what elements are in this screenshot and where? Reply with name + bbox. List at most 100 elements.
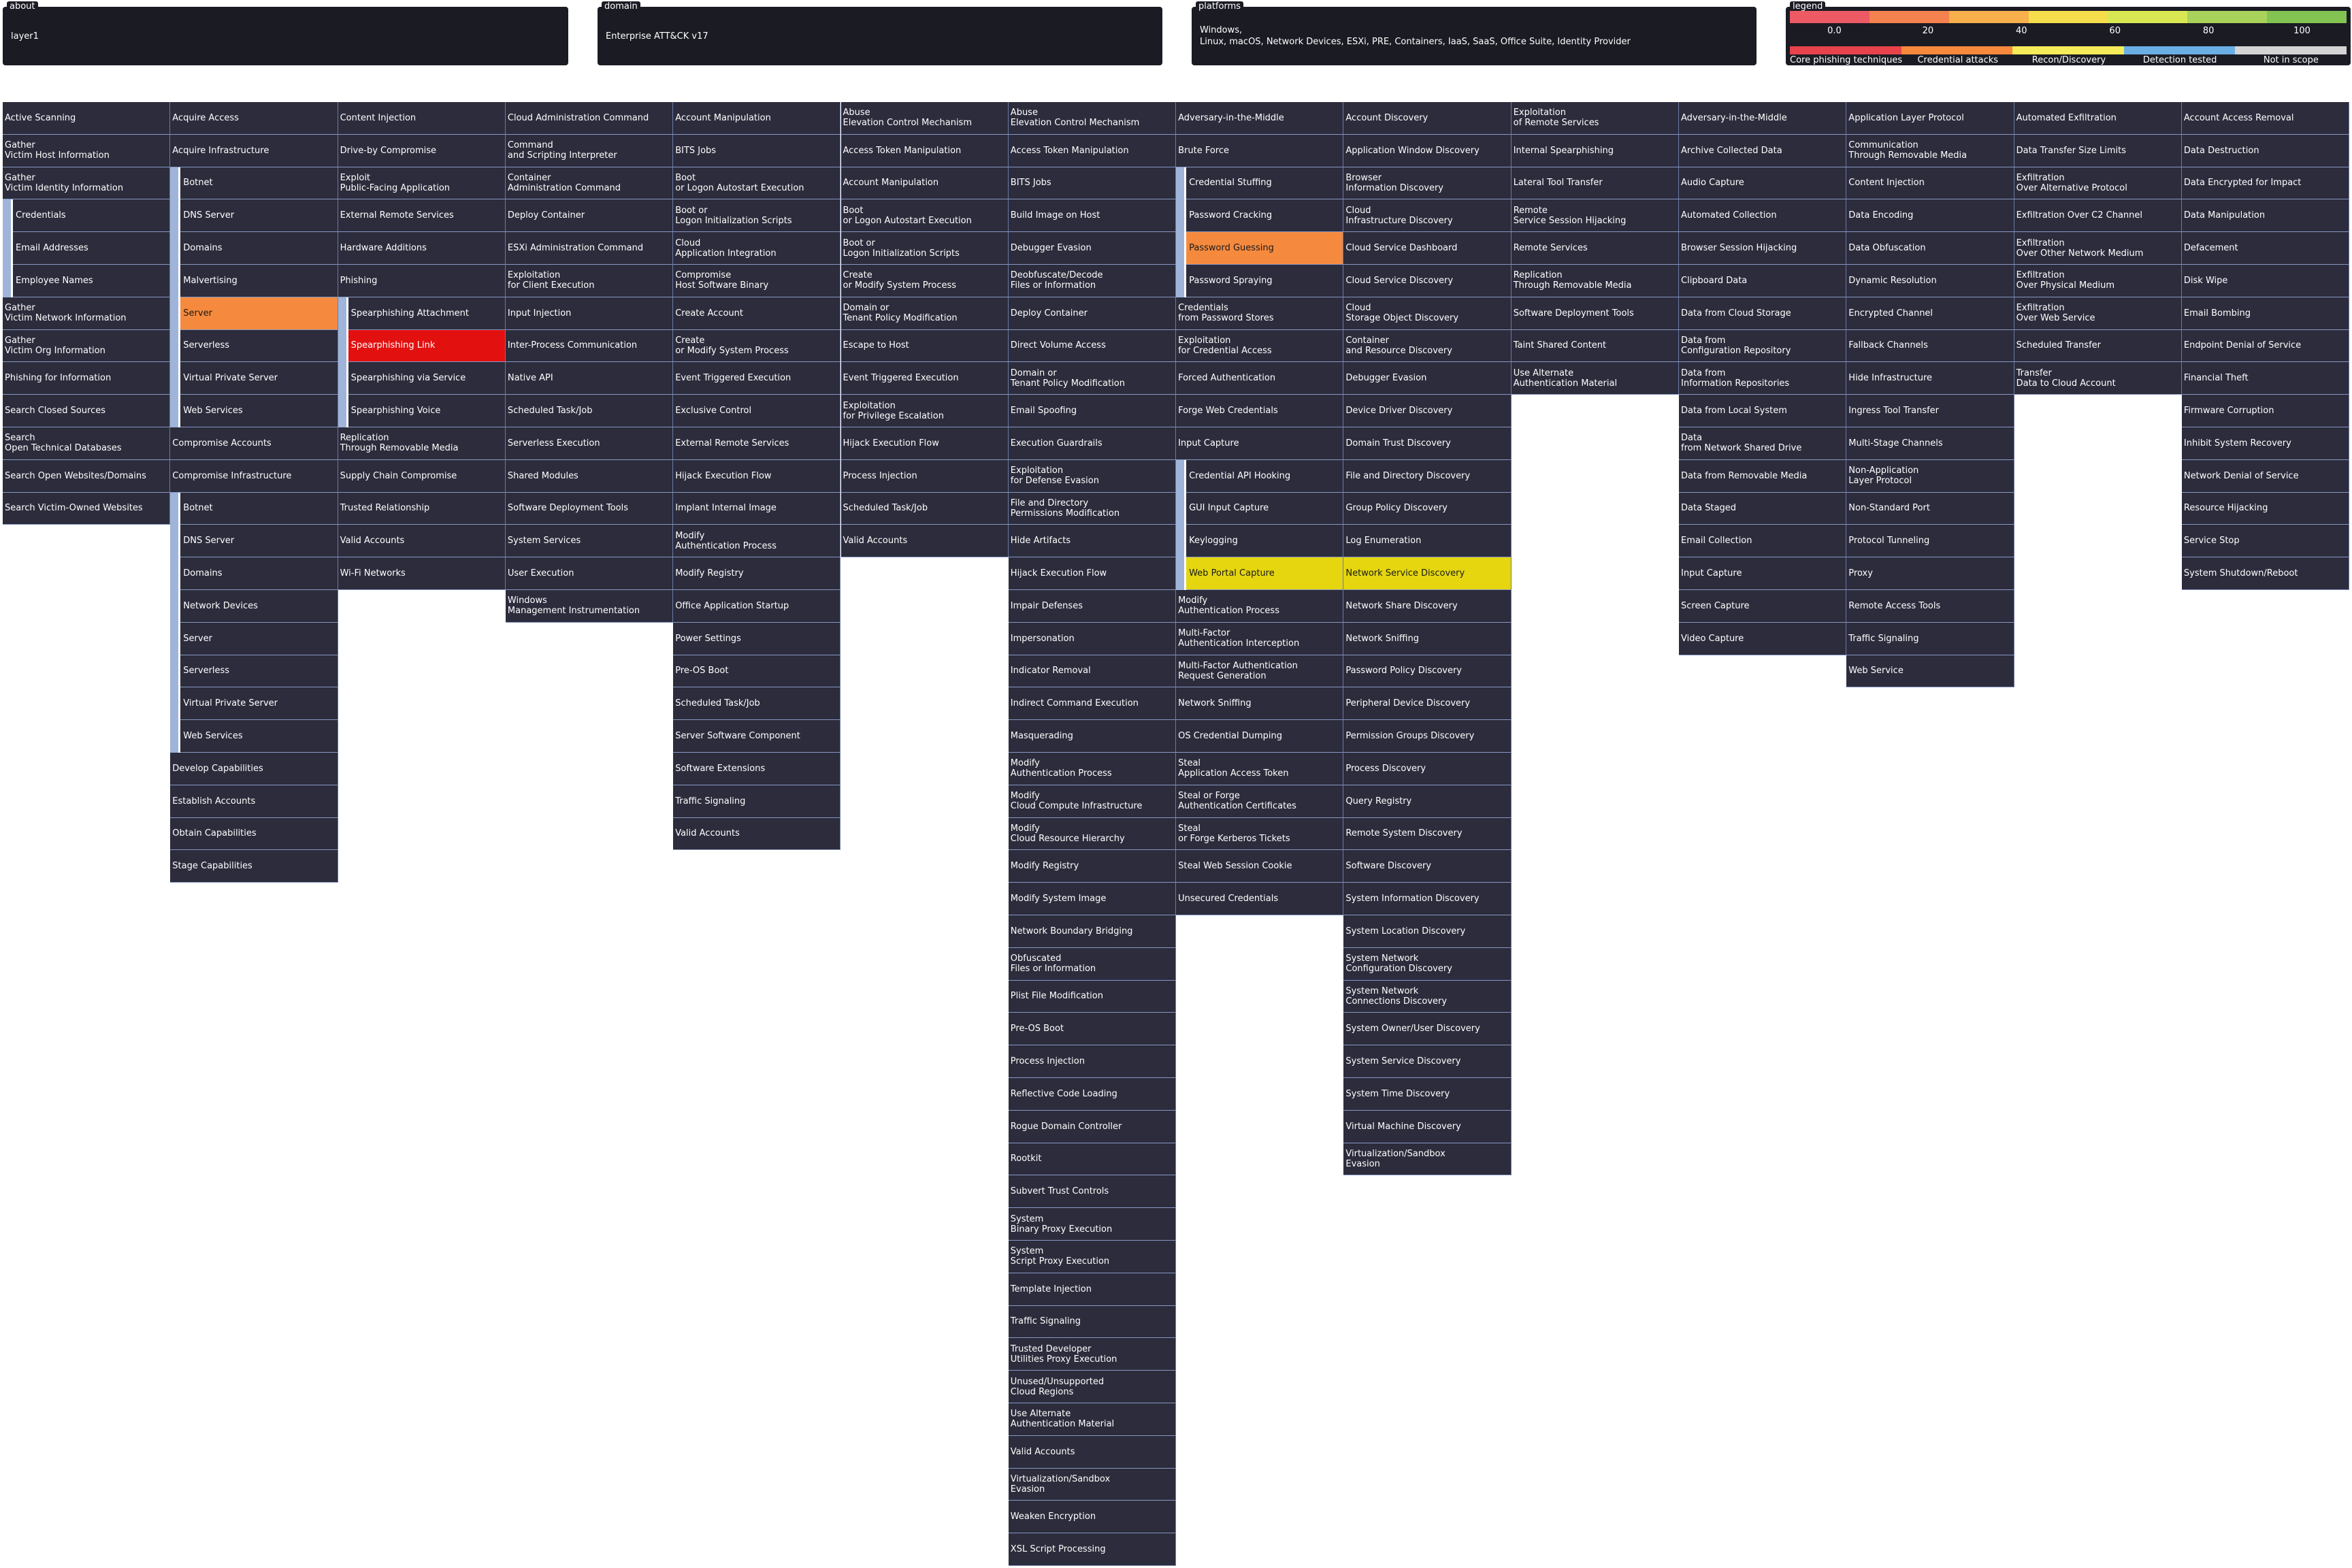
technique-cell[interactable]: Transfer Data to Cloud Account — [2014, 362, 2182, 395]
technique-cell[interactable]: Plist File Modification — [1008, 980, 1177, 1013]
technique-cell[interactable]: Content Injection — [338, 102, 506, 135]
technique-cell[interactable]: Boot or Logon Autostart Execution — [673, 167, 841, 200]
technique-cell[interactable]: Command and Scripting Interpreter — [505, 134, 674, 167]
technique-cell[interactable]: Traffic Signaling — [1846, 622, 2014, 655]
technique-cell[interactable]: Domain or Tenant Policy Modification — [1008, 362, 1177, 395]
technique-cell[interactable]: Data Manipulation — [2181, 199, 2350, 233]
technique-cell[interactable]: Compromise Host Software Binary — [673, 265, 841, 297]
subtechnique-cell[interactable]: Keylogging — [1186, 525, 1344, 558]
technique-cell[interactable]: Financial Theft — [2181, 362, 2350, 395]
subtechnique-cell[interactable]: Spearphishing Attachment — [348, 297, 506, 330]
subtechnique-cell[interactable]: Credential API Hooking — [1186, 459, 1344, 493]
technique-cell[interactable]: Phishing for Information — [3, 362, 171, 395]
technique-cell[interactable]: Firmware Corruption — [2181, 395, 2350, 427]
subtechnique-cell[interactable]: DNS Server — [180, 525, 338, 558]
technique-cell[interactable]: Virtualization/Sandbox Evasion — [1343, 1143, 1512, 1176]
technique-cell[interactable]: Remote System Discovery — [1343, 817, 1512, 851]
technique-cell[interactable]: Password Policy Discovery — [1343, 655, 1512, 688]
technique-cell[interactable]: External Remote Services — [673, 427, 841, 460]
technique-cell[interactable]: Deobfuscate/Decode Files or Information — [1008, 265, 1177, 297]
technique-cell[interactable]: Data from Network Shared Drive — [1679, 427, 1847, 460]
technique-cell[interactable]: Modify Registry — [673, 557, 841, 590]
technique-cell[interactable]: Indicator Removal — [1008, 655, 1177, 688]
technique-cell[interactable]: Exfiltration Over C2 Channel — [2014, 199, 2182, 233]
subtechnique-cell[interactable]: Virtual Private Server — [180, 687, 338, 721]
subtechnique-sidebar[interactable] — [170, 492, 179, 753]
technique-cell[interactable]: Debugger Evasion — [1008, 232, 1177, 265]
technique-cell[interactable]: Exfiltration Over Physical Medium — [2014, 265, 2182, 297]
technique-cell[interactable]: Impersonation — [1008, 622, 1177, 655]
subtechnique-cell[interactable]: Spearphishing Voice — [348, 395, 506, 427]
technique-cell[interactable]: Data Encrypted for Impact — [2181, 167, 2350, 200]
technique-cell[interactable]: Access Token Manipulation — [1008, 134, 1177, 167]
technique-cell[interactable]: Data Destruction — [2181, 134, 2350, 167]
technique-cell[interactable]: Email Bombing — [2181, 297, 2350, 330]
technique-cell[interactable]: Data from Information Repositories — [1679, 362, 1847, 395]
technique-cell[interactable]: Web Service — [1846, 655, 2014, 688]
technique-cell[interactable]: Non-Standard Port — [1846, 492, 2014, 525]
subtechnique-cell[interactable]: Botnet — [180, 167, 338, 200]
technique-cell[interactable]: Data Obfuscation — [1846, 232, 2014, 265]
technique-cell[interactable]: Account Manipulation — [673, 102, 841, 135]
technique-cell[interactable]: Exfiltration Over Alternative Protocol — [2014, 167, 2182, 200]
technique-cell[interactable]: Log Enumeration — [1343, 525, 1512, 558]
technique-cell[interactable]: External Remote Services — [338, 199, 506, 233]
technique-cell[interactable]: Steal or Forge Authentication Certificat… — [1176, 785, 1344, 818]
technique-cell[interactable]: System Shutdown/Reboot — [2181, 557, 2350, 590]
technique-cell[interactable]: Rootkit — [1008, 1143, 1177, 1176]
technique-cell[interactable]: Create Account — [673, 297, 841, 330]
technique-cell[interactable]: System Service Discovery — [1343, 1045, 1512, 1078]
technique-cell[interactable]: Data Encoding — [1846, 199, 2014, 233]
subtechnique-cell[interactable]: Network Devices — [180, 590, 338, 623]
technique-cell[interactable]: Build Image on Host — [1008, 199, 1177, 233]
technique-cell[interactable]: Active Scanning — [3, 102, 171, 135]
technique-cell[interactable]: Search Open Technical Databases — [3, 427, 171, 460]
subtechnique-cell[interactable]: Virtual Private Server — [180, 362, 338, 395]
technique-cell[interactable]: Multi-Stage Channels — [1846, 427, 2014, 460]
technique-cell[interactable]: Exploitation for Credential Access — [1176, 329, 1344, 363]
technique-cell[interactable]: Audio Capture — [1679, 167, 1847, 200]
subtechnique-cell[interactable]: Web Portal Capture — [1186, 557, 1344, 590]
technique-cell[interactable]: Hijack Execution Flow — [673, 459, 841, 493]
technique-cell[interactable]: Exploit Public-Facing Application — [338, 167, 506, 200]
subtechnique-cell[interactable]: Server — [180, 297, 338, 330]
technique-cell[interactable]: Execution Guardrails — [1008, 427, 1177, 460]
subtechnique-sidebar[interactable] — [1176, 167, 1185, 297]
technique-cell[interactable]: Modify Authentication Process — [673, 525, 841, 558]
technique-cell[interactable]: Unsecured Credentials — [1176, 883, 1344, 915]
technique-cell[interactable]: Resource Hijacking — [2181, 492, 2350, 525]
technique-cell[interactable]: Encrypted Channel — [1846, 297, 2014, 330]
technique-cell[interactable]: Compromise Accounts — [170, 427, 338, 460]
technique-cell[interactable]: Content Injection — [1846, 167, 2014, 200]
technique-cell[interactable]: Establish Accounts — [170, 785, 338, 818]
technique-cell[interactable]: Input Capture — [1176, 427, 1344, 460]
subtechnique-sidebar[interactable] — [170, 167, 179, 427]
technique-cell[interactable]: Data from Removable Media — [1679, 459, 1847, 493]
technique-cell[interactable]: Automated Exfiltration — [2014, 102, 2182, 135]
technique-cell[interactable]: System Time Discovery — [1343, 1078, 1512, 1111]
technique-cell[interactable]: Supply Chain Compromise — [338, 459, 506, 493]
technique-cell[interactable]: Fallback Channels — [1846, 329, 2014, 363]
technique-cell[interactable]: Disk Wipe — [2181, 265, 2350, 297]
technique-cell[interactable]: Query Registry — [1343, 785, 1512, 818]
technique-cell[interactable]: Obtain Capabilities — [170, 817, 338, 851]
technique-cell[interactable]: Replication Through Removable Media — [1511, 265, 1679, 297]
subtechnique-cell[interactable]: Malvertising — [180, 265, 338, 297]
subtechnique-cell[interactable]: Serverless — [180, 329, 338, 363]
technique-cell[interactable]: System Location Discovery — [1343, 915, 1512, 948]
technique-cell[interactable]: XSL Script Processing — [1008, 1533, 1177, 1566]
technique-cell[interactable]: Network Sniffing — [1343, 622, 1512, 655]
technique-cell[interactable]: Steal or Forge Kerberos Tickets — [1176, 817, 1344, 851]
technique-cell[interactable]: Group Policy Discovery — [1343, 492, 1512, 525]
technique-cell[interactable]: Adversary-in-the-Middle — [1176, 102, 1344, 135]
technique-cell[interactable]: Cloud Application Integration — [673, 232, 841, 265]
technique-cell[interactable]: Gather Victim Network Information — [3, 297, 171, 330]
technique-cell[interactable]: Stage Capabilities — [170, 850, 338, 883]
technique-cell[interactable]: Serverless Execution — [505, 427, 674, 460]
technique-cell[interactable]: Container Administration Command — [505, 167, 674, 200]
technique-cell[interactable]: Multi-Factor Authentication Request Gene… — [1176, 655, 1344, 688]
technique-cell[interactable]: Ingress Tool Transfer — [1846, 395, 2014, 427]
technique-cell[interactable]: Create or Modify System Process — [673, 329, 841, 363]
technique-cell[interactable]: Cloud Infrastructure Discovery — [1343, 199, 1512, 233]
technique-cell[interactable]: Create or Modify System Process — [840, 265, 1009, 297]
